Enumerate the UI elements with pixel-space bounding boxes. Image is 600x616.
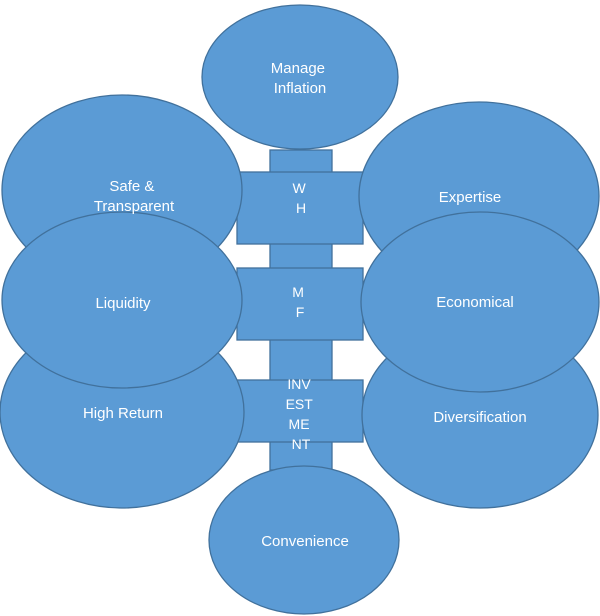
label-manage-inflation-line2: Inflation: [274, 80, 327, 97]
label-expertise: Expertise: [439, 189, 502, 206]
center-label-wh-line1: W: [292, 180, 306, 196]
center-label-mf: M F: [292, 284, 308, 320]
label-safe-transparent: Safe & Transparent: [94, 178, 175, 215]
center-label-investment-line4: NT: [292, 436, 311, 452]
circle-manage-inflation: [201, 4, 399, 150]
center-label-investment-line3: ME: [289, 416, 310, 432]
center-label-investment: INV EST ME NT: [286, 376, 317, 452]
label-economical: Economical: [436, 294, 514, 311]
label-manage-inflation-line1: Manage: [271, 60, 325, 77]
circle-liquidity: [1, 211, 243, 389]
label-safe-transparent-line2: Transparent: [94, 198, 175, 215]
center-label-mf-line2: F: [296, 304, 305, 320]
center-label-mf-line1: M: [292, 284, 304, 300]
label-high-return: High Return: [83, 405, 163, 422]
wh-box: [236, 171, 364, 245]
label-liquidity: Liquidity: [95, 295, 151, 312]
label-safe-transparent-line1: Safe &: [109, 178, 154, 195]
investment-box: [236, 379, 364, 443]
center-label-investment-line2: EST: [286, 396, 314, 412]
label-convenience: Convenience: [261, 533, 349, 550]
label-manage-inflation: Manage Inflation: [271, 60, 329, 97]
center-label-wh: W H: [292, 180, 309, 216]
center-label-wh-line2: H: [296, 200, 306, 216]
circle-convenience: [208, 465, 400, 615]
label-diversification: Diversification: [433, 409, 526, 426]
mf-box: [236, 267, 364, 341]
circle-economical: [360, 211, 600, 393]
center-label-investment-line1: INV: [287, 376, 311, 392]
